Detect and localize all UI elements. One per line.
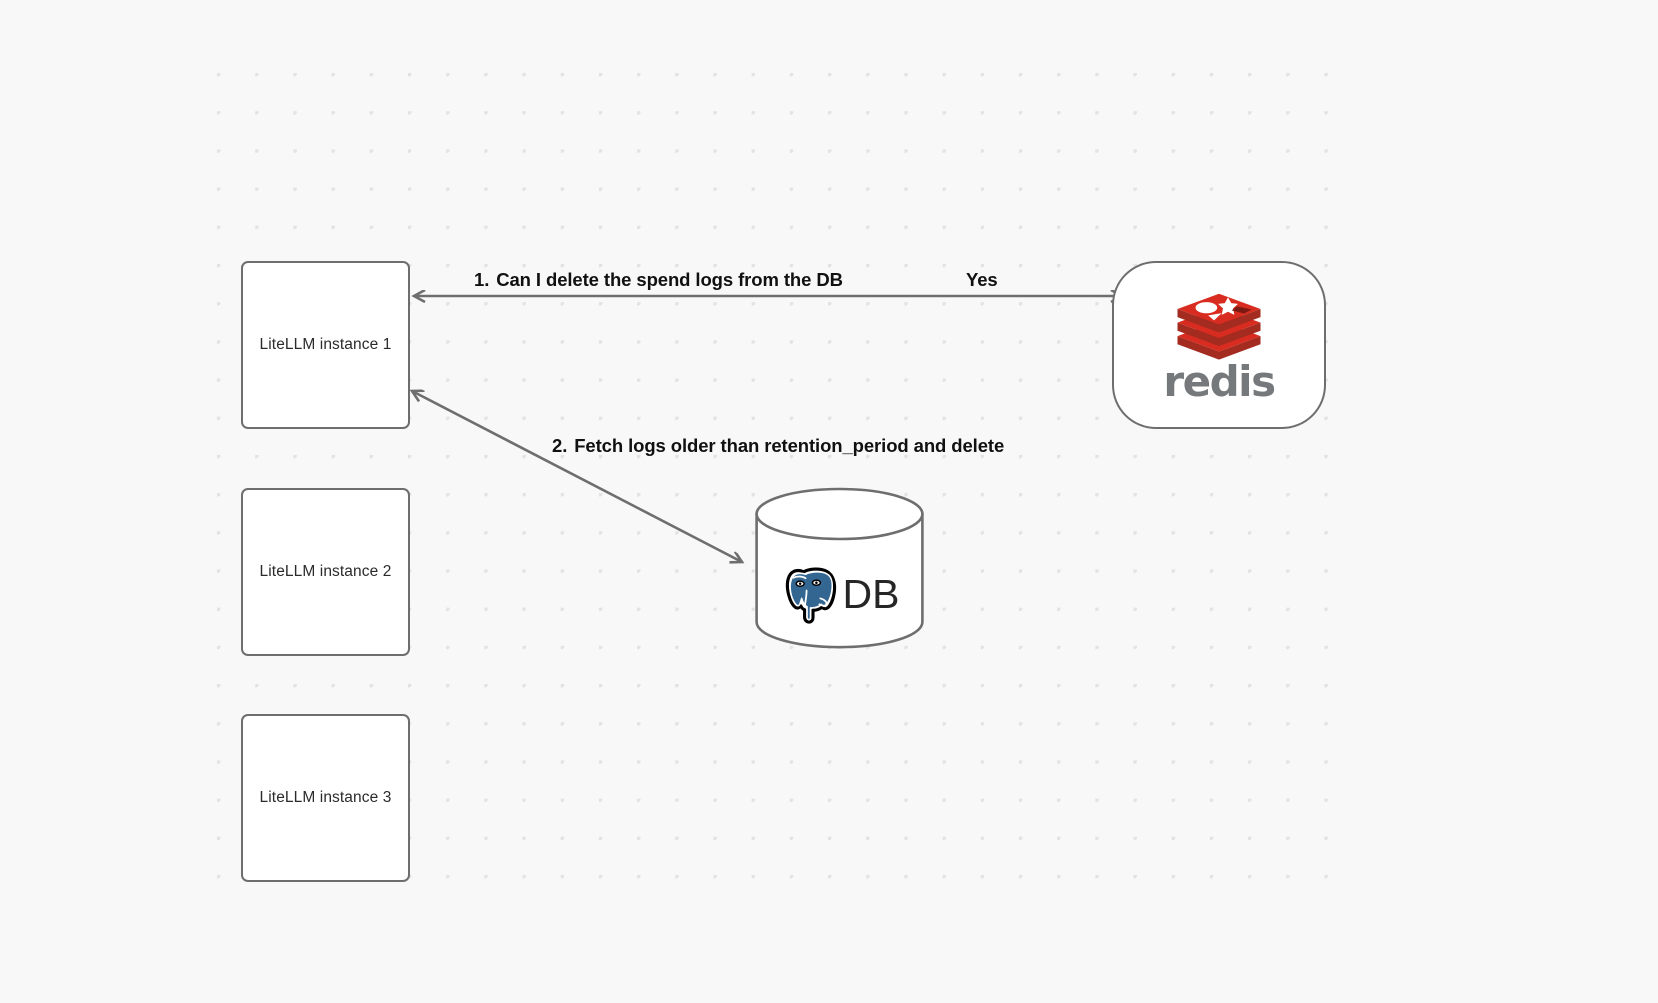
node-redis[interactable]: redis <box>1112 261 1326 429</box>
node-label: LiteLLM instance 2 <box>259 563 392 580</box>
db-label: DB <box>842 570 900 617</box>
node-litellm-instance-1[interactable]: LiteLLM instance 1 <box>241 261 410 429</box>
redis-wordmark: redis <box>1163 356 1276 406</box>
grid-mask-left <box>0 0 209 1003</box>
edge-label-reply-yes: Yes <box>966 269 998 290</box>
edge-instance1-db <box>412 391 742 562</box>
node-label: LiteLLM instance 3 <box>259 789 392 806</box>
node-litellm-instance-2[interactable]: LiteLLM instance 2 <box>241 488 410 656</box>
grid-mask-right <box>1342 0 1658 1003</box>
redis-logo-group: redis <box>1163 291 1276 406</box>
node-postgres-db[interactable]: DB <box>754 487 925 649</box>
step-number: 2. <box>552 435 568 456</box>
node-label: LiteLLM instance 1 <box>259 336 392 353</box>
node-litellm-instance-3[interactable]: LiteLLM instance 3 <box>241 714 410 882</box>
step-number: 1. <box>474 269 490 290</box>
edge-label-step-1: 1. Can I delete the spend logs from the D… <box>474 269 843 291</box>
edge-label-step-2: 2. Fetch logs older than retention_period… <box>552 435 1004 457</box>
step-text: Fetch logs older than retention_period a… <box>574 435 1005 456</box>
cylinder-shape <box>755 487 924 649</box>
step-text: Can I delete the spend logs from the DB <box>496 269 843 290</box>
postgresql-elephant-icon <box>785 566 836 624</box>
redis-logo-icon <box>1177 293 1261 360</box>
db-logo-group: DB <box>754 539 925 649</box>
